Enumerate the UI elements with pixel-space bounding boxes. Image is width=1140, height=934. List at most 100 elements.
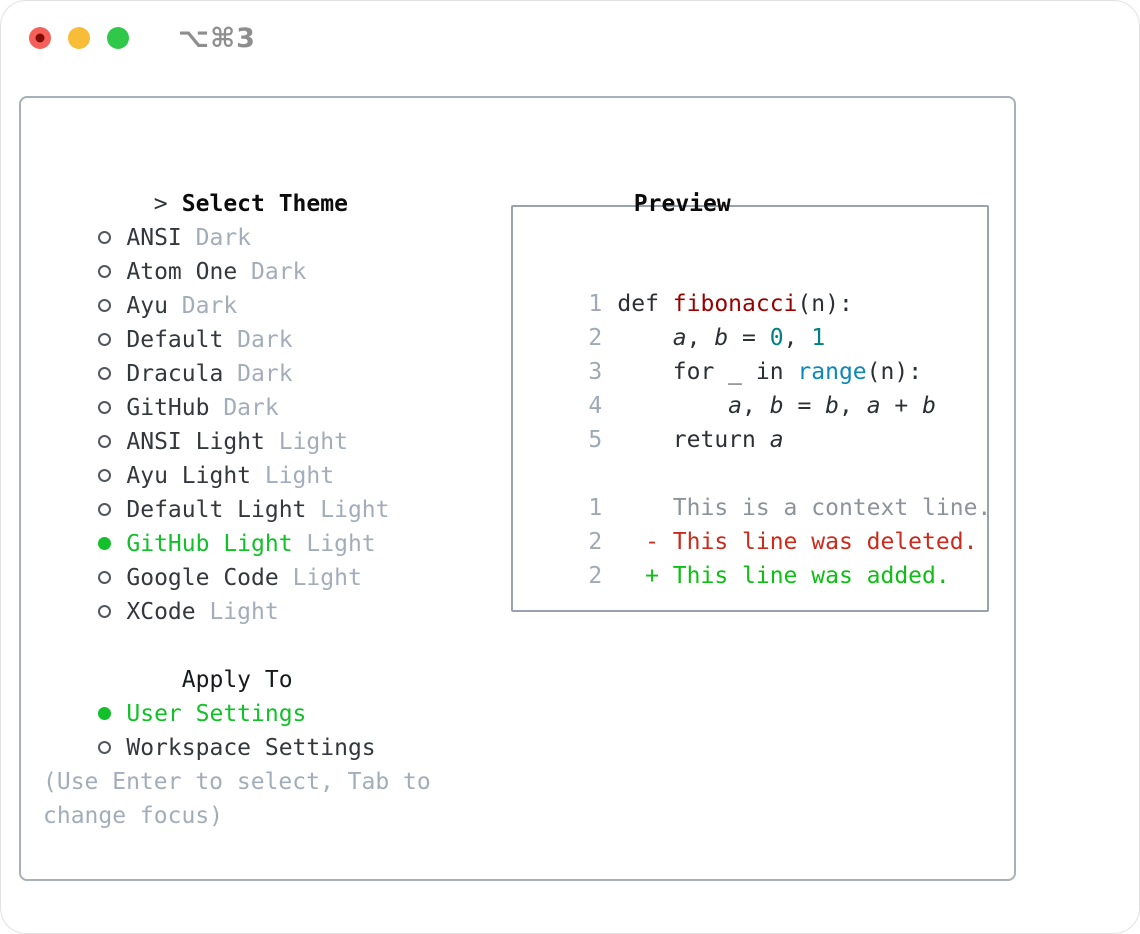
help-text-line: change focus) [43,803,224,829]
radio-icon [98,265,112,278]
diff-line: 2 + This line was added. [533,525,987,589]
theme-name: Ayu Light [126,463,252,489]
theme-name: GitHub Light [126,531,293,557]
theme-picker-panel: > Select Theme ANSI Dark Atom One Dark Ay… [19,96,1016,881]
line-number: 2 [588,529,603,555]
theme-option[interactable]: Dracula Dark [43,323,483,387]
theme-name: Atom One [126,259,238,285]
line-number: 1 [588,495,603,521]
titlebar: ⌥⌘3 [29,22,256,54]
window-title: ⌥⌘3 [178,22,256,54]
minimize-button[interactable] [68,27,90,49]
radio-icon [98,231,112,244]
radio-icon [98,605,112,618]
apply-to-option-label: User Settings [126,701,307,727]
theme-option[interactable]: ANSI Dark [43,187,483,251]
theme-name: ANSI [126,225,182,251]
radio-icon [98,299,112,312]
theme-option[interactable]: Atom One Dark [43,221,483,285]
line-number: 1 [588,291,603,317]
theme-option[interactable]: Google Code Light [43,527,483,591]
diff-line: 1 This is a context line. [533,457,987,521]
theme-option[interactable]: XCode Light [43,561,483,625]
select-theme-header: > Select Theme [43,153,483,217]
theme-name: Default Light [126,497,307,523]
apply-to-header: Apply To [43,629,483,693]
radio-icon [98,435,112,448]
code-line: 1 def fibonacci(n): [533,253,987,317]
theme-option[interactable]: Ayu Light Light [43,425,483,489]
preview-header: Preview [523,153,1010,217]
line-number: 2 [588,325,603,351]
theme-list: ANSI Dark Atom One Dark Ayu Dark Default… [43,187,483,625]
apply-to-option[interactable]: Workspace Settings [43,697,483,761]
radio-icon [98,367,112,380]
theme-option[interactable]: Default Dark [43,289,483,353]
radio-icon [98,333,112,346]
close-button[interactable] [29,27,51,49]
code-line: 2 a, b = 0, 1 [533,287,987,351]
theme-name: XCode [126,599,196,625]
apply-to-label: Apply To [181,667,293,693]
line-number: 5 [588,427,603,453]
radio-icon [98,707,112,720]
code-line: 5 return a [533,389,987,453]
theme-variant: Dark [181,225,252,251]
theme-option[interactable]: Default Light Light [43,459,483,523]
theme-variant: Light [278,565,362,591]
radio-icon [98,537,112,550]
theme-option[interactable]: Ayu Dark [43,255,483,319]
preview-column: Preview 1 def fibonacci(n): 2 a, b = 0, 1… [505,153,1010,612]
line-number: 3 [588,359,603,385]
apply-to-option[interactable]: User Settings [43,663,483,727]
theme-name: Google Code [126,565,279,591]
theme-variant: Light [251,463,335,489]
theme-name: Default [126,327,224,353]
theme-name: ANSI Light [126,429,265,455]
theme-option[interactable]: ANSI Light Light [43,391,483,455]
radio-icon [98,571,112,584]
code-text: for _ in range(n): [617,359,923,385]
code-line: 4 a, b = b, a + b [533,355,987,419]
help-text-line: (Use Enter to select, Tab to [43,769,431,795]
line-number: 4 [588,393,603,419]
theme-list-column: > Select Theme ANSI Dark Atom One Dark Ay… [43,153,483,833]
prompt-icon: > [153,191,168,217]
diff-preview: 1 This is a context line. 2 - This line … [533,457,987,589]
diff-text: This is a context line. [617,495,989,521]
theme-variant: Dark [223,361,293,387]
diff-text: + This line was added. [617,563,950,589]
help-text: (Use Enter to select, Tab to change focus… [43,765,483,833]
code-line: 3 for _ in range(n): [533,321,987,385]
code-text: a, b = 0, 1 [672,325,826,351]
line-number: 2 [588,563,603,589]
theme-option[interactable]: GitHub Dark [43,357,483,421]
code-preview: 1 def fibonacci(n): 2 a, b = 0, 1 3 for _… [533,253,987,453]
preview-label: Preview [633,191,731,217]
apply-to-option-label: Workspace Settings [126,735,376,761]
theme-variant: Light [306,497,390,523]
radio-icon [98,469,112,482]
zoom-button[interactable] [107,27,129,49]
theme-variant: Dark [209,395,279,421]
traffic-lights [29,27,129,49]
theme-name: Ayu [126,293,168,319]
radio-icon [98,401,112,414]
preview-box: 1 def fibonacci(n): 2 a, b = 0, 1 3 for _… [511,205,989,612]
unsaved-dot-icon [35,33,45,43]
theme-variant: Dark [167,293,238,319]
code-text: def fibonacci(n): [617,291,853,317]
apply-to-list: User Settings Workspace Settings [43,663,483,761]
theme-variant: Light [292,531,376,557]
theme-variant: Light [264,429,348,455]
select-theme-label: Select Theme [181,191,348,217]
radio-icon [98,741,112,754]
code-text: a, b = b, a + b [728,393,936,419]
diff-text: - This line was deleted. [617,529,978,555]
diff-line: 2 - This line was deleted. [533,491,987,555]
theme-option[interactable]: GitHub Light Light [43,493,483,557]
theme-variant: Dark [223,327,293,353]
theme-name: GitHub [126,395,210,421]
theme-variant: Dark [237,259,307,285]
